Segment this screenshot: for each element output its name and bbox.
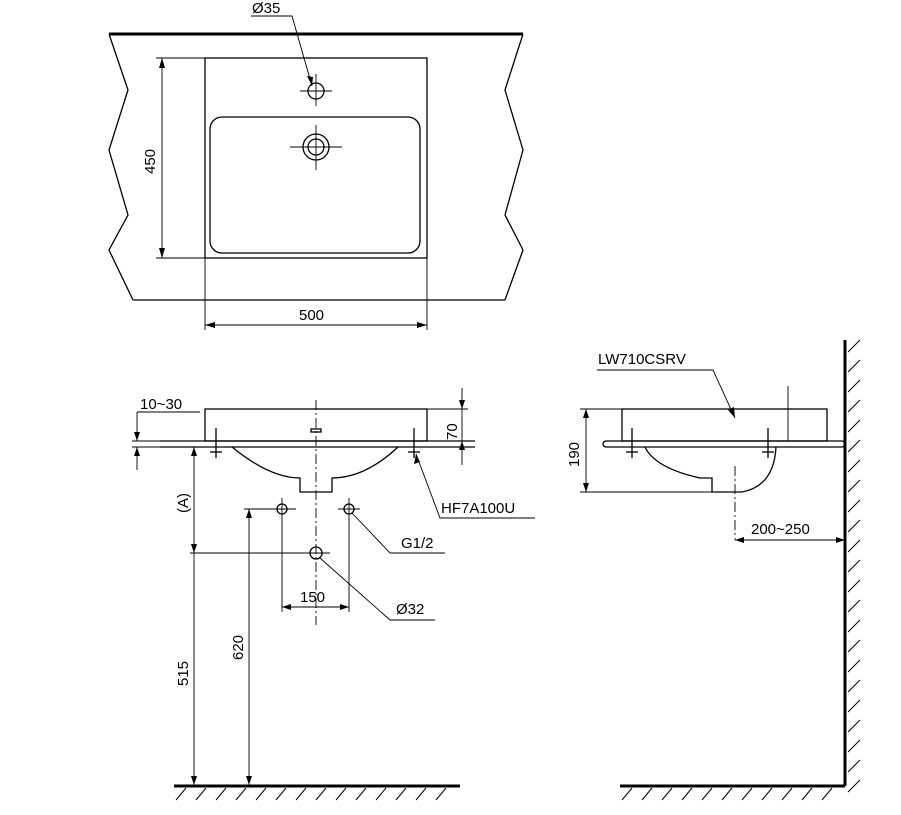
arrow (191, 776, 197, 785)
dim-drain-height: 515 (175, 661, 192, 686)
dim-width: 500 (299, 307, 324, 324)
side-bowl-profile (644, 446, 777, 493)
side-basin-rim (621, 408, 828, 442)
arrow (246, 509, 252, 518)
arrow (459, 400, 465, 409)
arrow (459, 441, 465, 450)
bowl-outline (209, 116, 421, 254)
dim-supply-height: 620 (230, 635, 247, 660)
arrow (282, 604, 291, 610)
leader-supply (351, 512, 445, 554)
leader-drain (319, 557, 435, 621)
dim-drain-diameter: Ø32 (396, 601, 424, 618)
dim-side-height: 190 (566, 442, 583, 467)
side-countertop (602, 440, 846, 448)
wall-hatch (847, 339, 861, 793)
leader-hole-diameter (251, 15, 313, 87)
side-bracket-left (626, 428, 638, 458)
model-label: LW710CSRV (598, 351, 686, 368)
arrow (735, 537, 744, 543)
bowl-profile (231, 446, 399, 493)
basin-outline (204, 57, 428, 259)
leader-arrow (307, 76, 313, 86)
front-view: 10~30 70 HF7A100U G1/2 150 Ø32 (132, 388, 535, 801)
dim-wall-offset: 200~250 (751, 521, 810, 538)
arrow (134, 447, 140, 456)
dim-counter-thickness: 10~30 (140, 396, 182, 413)
leader-arrow (728, 407, 735, 418)
arrow (191, 544, 197, 553)
break-line-left (108, 33, 134, 301)
floor-hatch-front (175, 787, 447, 801)
arrow (159, 58, 165, 68)
leader-model (597, 369, 736, 419)
arrow (205, 322, 215, 328)
leader-bracket (415, 453, 535, 519)
arrow (191, 447, 197, 456)
side-bracket-right (762, 428, 774, 458)
floor-hatch-side (621, 787, 833, 801)
dim-hole-diameter: Ø35 (252, 0, 280, 17)
dim-supply-spacing: 150 (300, 589, 325, 606)
bracket-left (210, 428, 222, 458)
arrow (583, 409, 589, 418)
arrow (583, 483, 589, 492)
leader-arrow (414, 454, 420, 464)
arrow (246, 776, 252, 785)
side-view: LW710CSRV 190 200~250 (566, 339, 861, 801)
break-line-right (504, 33, 524, 301)
bracket-right (408, 428, 420, 458)
label-supply: G1/2 (401, 535, 434, 552)
top-view: Ø35 450 500 (108, 0, 524, 330)
arrow (159, 248, 165, 258)
dim-rim-height: 70 (444, 423, 461, 440)
arrow (836, 537, 845, 543)
arrow (340, 604, 349, 610)
dim-depth: 450 (142, 149, 159, 174)
label-bracket: HF7A100U (441, 500, 515, 517)
arrow (134, 432, 140, 441)
dim-a: (A) (175, 493, 192, 513)
arrow (417, 322, 427, 328)
